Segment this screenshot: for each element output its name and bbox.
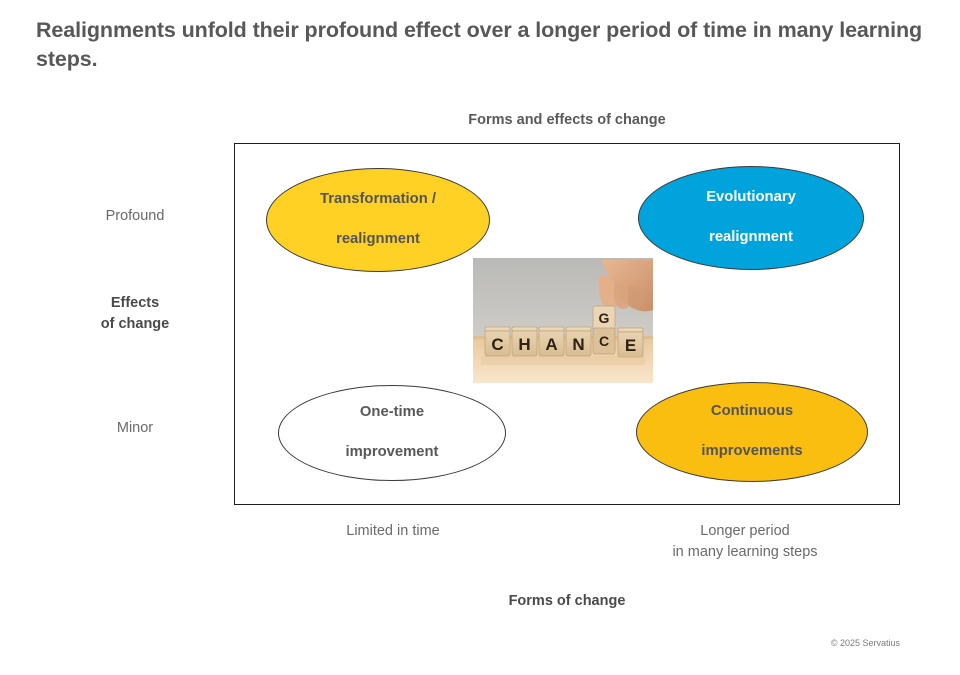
svg-text:N: N: [572, 335, 584, 354]
quadrant-transformation-realignment[interactable]: Transformation / realignment: [266, 168, 490, 272]
quadrant-label-line2: improvement: [345, 443, 439, 460]
y-axis-title: Effects of change: [40, 293, 230, 335]
x-axis-tick-line2: in many learning steps: [672, 544, 818, 561]
svg-text:A: A: [545, 335, 557, 354]
y-axis-tick-profound: Profound: [105, 208, 165, 224]
svg-text:C: C: [599, 333, 609, 349]
page-title: Realignments unfold their profound effec…: [36, 18, 923, 72]
quadrant-label-line1: Continuous: [710, 403, 794, 420]
change-blocks-photo: C H A N E G C: [473, 258, 653, 383]
quadrant-label-line1: Transformation /: [320, 191, 436, 208]
quadrant-label-line2: realignment: [336, 230, 420, 247]
x-axis-title: Forms of change: [508, 593, 626, 609]
quadrant-evolutionary-realignment[interactable]: Evolutionary realignment: [638, 166, 864, 270]
svg-text:C: C: [491, 335, 503, 354]
matrix-title: Forms and effects of change: [468, 112, 666, 128]
y-axis-title-line2: of change: [100, 316, 170, 333]
quadrant-one-time-improvement[interactable]: One-time improvement: [278, 385, 506, 481]
quadrant-continuous-improvements[interactable]: Continuous improvements: [636, 382, 868, 482]
x-axis-tick-limited-in-time: Limited in time: [346, 523, 440, 539]
x-axis-tick-line1: Longer period: [700, 523, 790, 539]
quadrant-label-line1: One-time: [359, 404, 425, 421]
svg-text:E: E: [625, 336, 636, 355]
svg-text:G: G: [599, 310, 610, 326]
y-axis-tick-minor: Minor: [116, 420, 154, 436]
x-axis-tick-longer-period: Longer period in many learning steps: [620, 521, 870, 563]
quadrant-label-line2: realignment: [709, 228, 793, 245]
svg-text:H: H: [518, 335, 530, 354]
quadrant-label-line2: improvements: [701, 442, 803, 459]
y-axis-title-line1: Effects: [110, 295, 160, 311]
quadrant-label-line1: Evolutionary: [706, 189, 796, 206]
copyright-notice: © 2025 Servatius: [830, 638, 900, 648]
